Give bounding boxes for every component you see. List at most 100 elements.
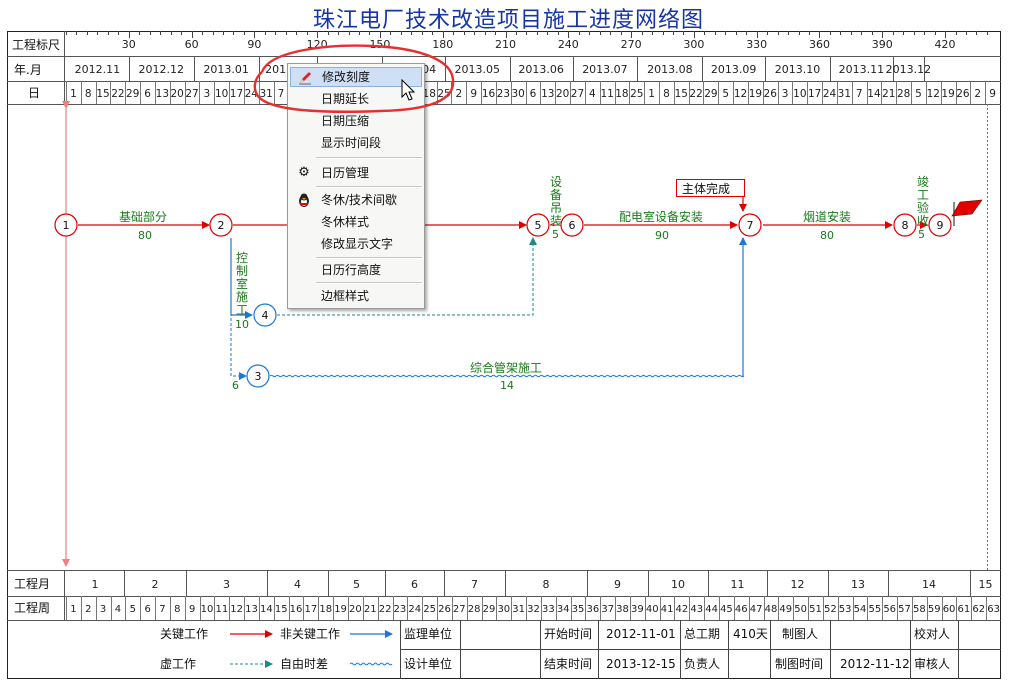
proj-week-cell: 19: [334, 604, 347, 615]
day-cell: 6: [530, 88, 537, 100]
proj-month-cell: 6: [411, 578, 418, 591]
menu-item-border-style[interactable]: 边框样式: [321, 289, 370, 303]
proj-week-cell: 29: [483, 604, 496, 615]
proj-week-cell: 44: [705, 604, 718, 615]
menu-item-row-height[interactable]: 日历行高度: [321, 263, 382, 277]
menu-item-modify-text[interactable]: 修改显示文字: [321, 237, 394, 251]
pencil-icon: [297, 70, 313, 86]
proj-week-cell: 17: [305, 604, 318, 615]
proj-week-cell: 56: [883, 604, 896, 615]
proj-month-row-label: 工程月: [14, 576, 50, 591]
node-circle[interactable]: [526, 213, 550, 237]
proj-week-cell: 49: [779, 604, 792, 615]
proj-week-cell: 42: [676, 604, 689, 615]
legend-float-wave: [349, 662, 393, 666]
node-circle[interactable]: [560, 213, 584, 237]
proj-week-cell: 7: [159, 604, 165, 615]
scale-tick-label: 120: [307, 38, 328, 51]
proj-week-cell: 53: [839, 604, 852, 615]
node-label: 2: [218, 219, 225, 232]
legend-dummy: 虚工作: [160, 657, 196, 671]
day-cell: 11: [600, 88, 613, 100]
node-label: 7: [747, 219, 754, 232]
proj-week-cell: 23: [394, 604, 407, 615]
day-cells: 1815222961320273101724317142128714212841…: [66, 81, 996, 104]
proj-week-cell: 51: [809, 604, 822, 615]
day-cell: 17: [230, 88, 243, 100]
day-cell: 26: [956, 88, 970, 100]
proj-week-cell: 18: [319, 604, 332, 615]
proj-week-cell: 22: [379, 604, 392, 615]
day-cell: 31: [838, 88, 851, 100]
calendar-gear-icon: ⚙: [298, 165, 310, 180]
menu-item-winter-break[interactable]: 冬休/技术间歇: [290, 190, 422, 210]
task-label-control-room: 室: [236, 276, 248, 291]
node-circle[interactable]: [246, 364, 270, 388]
task-duration-control-room: 10: [235, 318, 249, 331]
day-cell: 19: [941, 88, 954, 100]
proj-week-cell: 48: [765, 604, 778, 615]
node-label: 1: [63, 219, 70, 232]
menu-item-calendar-manage[interactable]: ⚙ 日历管理: [290, 163, 422, 183]
day-cell: 13: [541, 88, 554, 100]
proj-week-cell: 13: [245, 604, 258, 615]
proj-week-cell: 26: [438, 604, 451, 615]
scale-tick-label: 210: [495, 38, 516, 51]
scale-tick-label: 180: [432, 38, 453, 51]
proj-month-cell: 7: [471, 578, 478, 591]
proj-week-cell: 58: [913, 604, 926, 615]
legend-drawer-label: 制图人: [782, 627, 818, 641]
node-circle[interactable]: [54, 213, 78, 237]
day-cell: 27: [185, 88, 198, 100]
task-duration-hoist: 5: [552, 228, 559, 241]
day-row-label: 日: [28, 86, 40, 100]
proj-month-cell: 1: [92, 578, 99, 591]
legend-duration-value: 410天: [733, 627, 768, 641]
task-label-acceptance: 竣: [917, 174, 929, 189]
proj-week-cell: 60: [943, 604, 956, 615]
node-label: 5: [535, 219, 542, 232]
proj-week-cell: 11: [215, 604, 228, 615]
menu-item-winter-style[interactable]: 冬休样式: [321, 215, 370, 229]
menu-separator: [316, 186, 422, 188]
node-circle[interactable]: [253, 303, 277, 327]
node-circle[interactable]: [738, 213, 762, 237]
proj-week-cell: 2: [85, 604, 91, 615]
day-cell: 16: [482, 88, 496, 100]
day-cell: 2: [974, 88, 981, 100]
legend-noncritical: 非关键工作: [280, 627, 340, 641]
proj-month-cell: 12: [791, 578, 805, 591]
proj-week-cell: 45: [720, 604, 733, 615]
proj-month-cell: 15: [979, 578, 993, 591]
penguin-icon: [296, 192, 312, 208]
proj-week-cell: 30: [497, 604, 510, 615]
menu-item-compress-date[interactable]: 日期压缩: [321, 114, 370, 128]
day-cell: 22: [689, 88, 702, 100]
proj-week-cell: 31: [512, 604, 525, 615]
month-row-label: 年.月: [14, 63, 42, 77]
proj-week-cell: 63: [987, 604, 1000, 615]
milestone-box[interactable]: [676, 179, 745, 197]
legend-end-label: 结束时间: [544, 657, 592, 671]
task-label-acceptance: 工: [917, 188, 929, 202]
proj-week-row-label: 工程周: [14, 600, 50, 615]
day-cell: 25: [437, 88, 450, 100]
node-circle[interactable]: [209, 213, 233, 237]
menu-item-show-period[interactable]: 显示时间段: [321, 136, 382, 150]
node-label: 4: [262, 309, 269, 322]
proj-week-cell: 50: [794, 604, 807, 615]
arrow-3-7-wavy: [269, 374, 745, 378]
node-circle[interactable]: [893, 213, 917, 237]
proj-week-cell: 40: [646, 604, 659, 615]
legend-critical: 关键工作: [160, 627, 208, 641]
month-cell: 2013.11: [839, 63, 885, 76]
node-label: 9: [937, 219, 944, 232]
proj-week-cell: 46: [735, 604, 748, 615]
node-circle[interactable]: [928, 213, 952, 237]
task-label-flue: 烟道安装: [803, 209, 851, 224]
